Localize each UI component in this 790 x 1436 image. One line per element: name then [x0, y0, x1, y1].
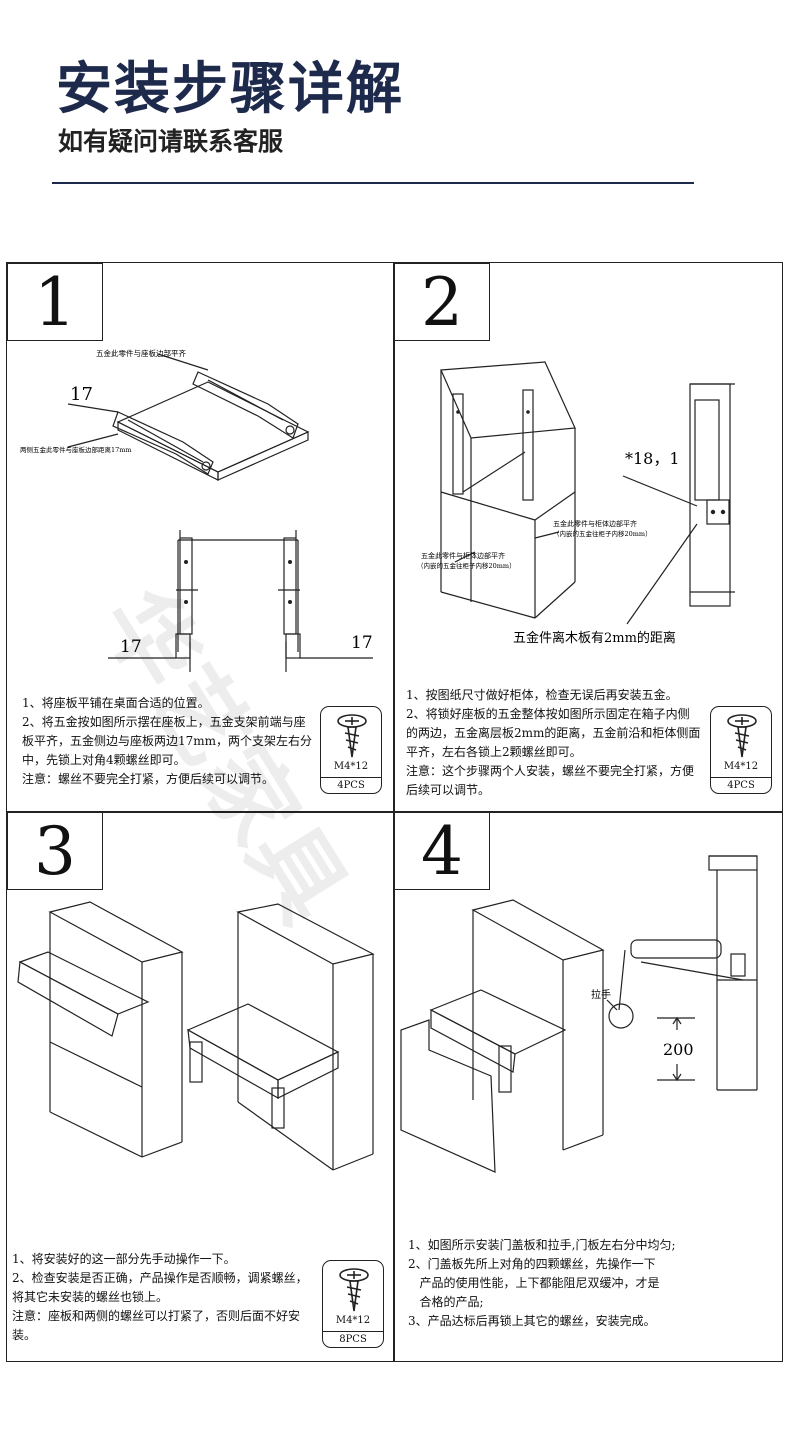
- step-1-instructions: 1、将座板平铺在桌面合适的位置。 2、将五金按如图所示摆在座板上，五金支架前端与…: [22, 696, 313, 786]
- step-2-note-b2: （内嵌的五金往柜子内移20mm）: [417, 561, 516, 570]
- step-3-screw-count: 8PCS: [323, 1331, 383, 1348]
- step-1-number: 1: [7, 263, 103, 341]
- step-4-drawing: 拉手 200: [400, 855, 758, 1173]
- step-2-screw-count: 4PCS: [711, 777, 771, 794]
- step-2-note-a2: （内嵌的五金往柜子内移20mm）: [553, 529, 652, 538]
- step-1-screw-badge: M4*12 4PCS: [320, 706, 382, 794]
- screw-icon: [339, 1268, 369, 1312]
- step-2-note-b1: 五金此零件与柜体边部平齐: [421, 551, 505, 560]
- step-1-top-note: 五金此零件与座板边部平齐: [96, 348, 186, 358]
- step-1-drawing: 五金此零件与座板边部平齐 两侧五金此零件与座板边部距离17mm 17 17 17: [20, 348, 373, 672]
- screw-icon: [337, 714, 367, 758]
- header-divider: [52, 182, 694, 184]
- page-subtitle: 如有疑问请联系客服: [58, 127, 284, 156]
- step-2-number: 2: [394, 263, 490, 341]
- step-2-instructions: 1、按图纸尺寸做好柜体，检查无误后再安装五金。 2、将锁好座板的五金整体按如图所…: [406, 688, 701, 797]
- step-2-drawing: *18，1 五金此零件与柜体边部平齐 （内嵌的五金往柜子内移20mm） 五金此零…: [417, 361, 735, 646]
- step-3-drawing: [17, 901, 375, 1171]
- step-3-instructions: 1、将安装好的这一部分先手动操作一下。 2、检查安装是否正确，产品操作是否顺畅，…: [12, 1252, 308, 1342]
- step-4-handle-label: 拉手: [591, 988, 611, 1001]
- step-2-dim: *18，1: [625, 449, 680, 468]
- step-1-dim-c: 17: [351, 633, 373, 653]
- step-2-note-a1: 五金此零件与柜体边部平齐: [553, 519, 637, 528]
- step-1-dim-b: 17: [120, 637, 142, 657]
- screw-icon: [727, 714, 757, 758]
- page-title: 安装步骤详解: [56, 57, 404, 122]
- step-3-screw-spec: M4*12: [335, 1315, 371, 1326]
- step-2-caption: 五金件离木板有2mm的距离: [513, 630, 676, 646]
- step-3-screw-badge: M4*12 8PCS: [322, 1260, 384, 1348]
- step-4-dim: 200: [663, 1040, 694, 1059]
- step-2-screw-badge: M4*12 4PCS: [710, 706, 772, 794]
- step-1-screw-count: 4PCS: [321, 777, 381, 794]
- step-1-screw-spec: M4*12: [333, 761, 369, 772]
- step-4-number: 4: [394, 812, 490, 890]
- step-1-dim-a: 17: [70, 384, 93, 405]
- step-1-side-note: 两侧五金此零件与座板边部距离17mm: [20, 445, 132, 454]
- step-4-instructions: 1、如图所示安装门盖板和拉手,门板左右分中均匀; 2、门盖板先所上对角的四颗螺丝…: [408, 1238, 676, 1328]
- grid-horizontal-divider: [6, 811, 783, 813]
- step-3-number: 3: [7, 812, 103, 890]
- step-2-screw-spec: M4*12: [723, 761, 759, 772]
